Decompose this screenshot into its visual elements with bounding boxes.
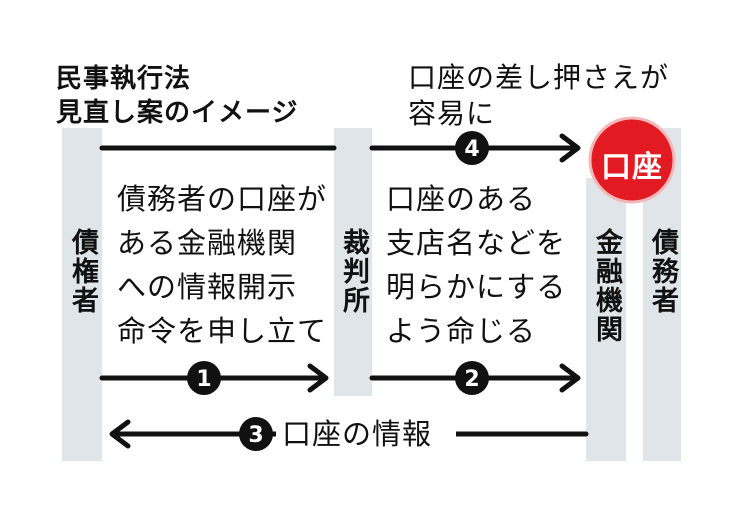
- step2-description: 口座のある 支店名などを 明らかにする よう命じる: [386, 177, 566, 353]
- step2-marker: [455, 361, 489, 395]
- arrow-step4-head: [559, 133, 581, 163]
- step1-description-line2: ある金融機関: [117, 226, 298, 260]
- arrow-step2-head: [559, 363, 581, 393]
- account-badge: [588, 116, 676, 204]
- diagram-title-line2: 見直し案のイメージ: [56, 98, 299, 128]
- step3-marker: [239, 417, 273, 451]
- column-label-creditor: 債権者: [67, 228, 98, 315]
- step2-description-line3: 明らかにする: [386, 270, 567, 304]
- step1-description-line4: 命令を申し立て: [117, 314, 328, 348]
- step1-number: 1: [196, 367, 211, 392]
- top-note-line2: 容易に: [408, 97, 496, 130]
- arrow-step1-head: [307, 363, 329, 393]
- column-creditor: [62, 128, 102, 461]
- step3-label-bg: [276, 414, 456, 454]
- step2-description-line4: よう命じる: [386, 314, 537, 348]
- column-bank: [586, 178, 626, 461]
- step3-label: 口座の情報: [282, 417, 433, 451]
- column-label-debtor: 債務者: [647, 228, 678, 315]
- step2-description-line2: 支店名などを: [386, 226, 567, 260]
- step3-number: 3: [248, 423, 263, 448]
- step2-number: 2: [464, 367, 479, 392]
- step4-marker: [455, 131, 489, 165]
- diagram-title-line1: 民事執行法: [56, 64, 192, 94]
- arrow-step3-head: [109, 419, 131, 449]
- step1-description-line3: への情報開示: [117, 270, 298, 304]
- account-badge-label: 口座: [601, 150, 663, 185]
- column-court: [334, 128, 372, 396]
- step4-number: 4: [464, 137, 479, 162]
- step1-marker: [187, 361, 221, 395]
- step1-description: 債務者の口座が ある金融機関 への情報開示 命令を申し立て: [117, 177, 327, 353]
- column-label-court: 裁判所: [338, 228, 369, 315]
- top-note-line1: 口座の差し押さえが: [408, 61, 670, 94]
- column-label-bank: 金融機関: [591, 228, 622, 344]
- step1-description-line1: 債務者の口座が: [117, 182, 328, 216]
- step2-description-line1: 口座のある: [386, 182, 537, 216]
